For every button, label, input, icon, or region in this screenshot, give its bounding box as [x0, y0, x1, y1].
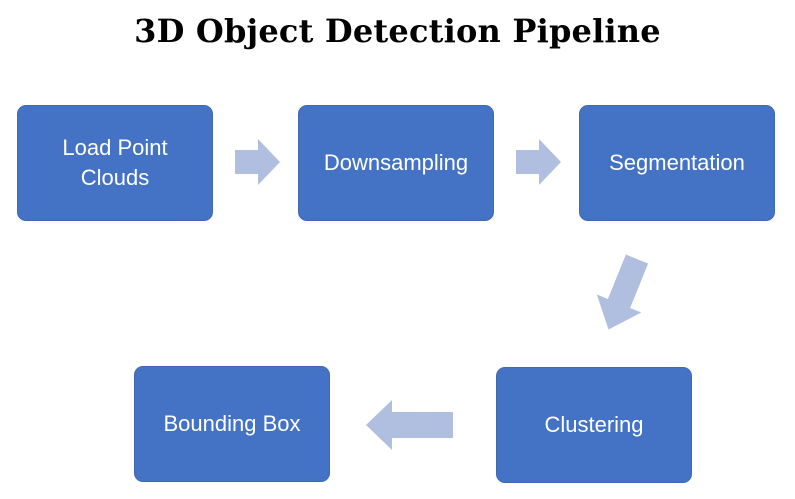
arrow-down-left-icon — [596, 254, 649, 330]
arrow-right-icon — [516, 139, 561, 185]
step-clustering: Clustering — [496, 367, 692, 483]
arrow-left-icon — [366, 400, 453, 450]
step-load-point-clouds: Load Point Clouds — [17, 105, 213, 221]
step-segmentation: Segmentation — [579, 105, 775, 221]
step-bounding-box: Bounding Box — [134, 366, 330, 482]
arrow-right-icon — [235, 139, 280, 185]
diagram-title: 3D Object Detection Pipeline — [134, 12, 661, 50]
step-downsampling: Downsampling — [298, 105, 494, 221]
